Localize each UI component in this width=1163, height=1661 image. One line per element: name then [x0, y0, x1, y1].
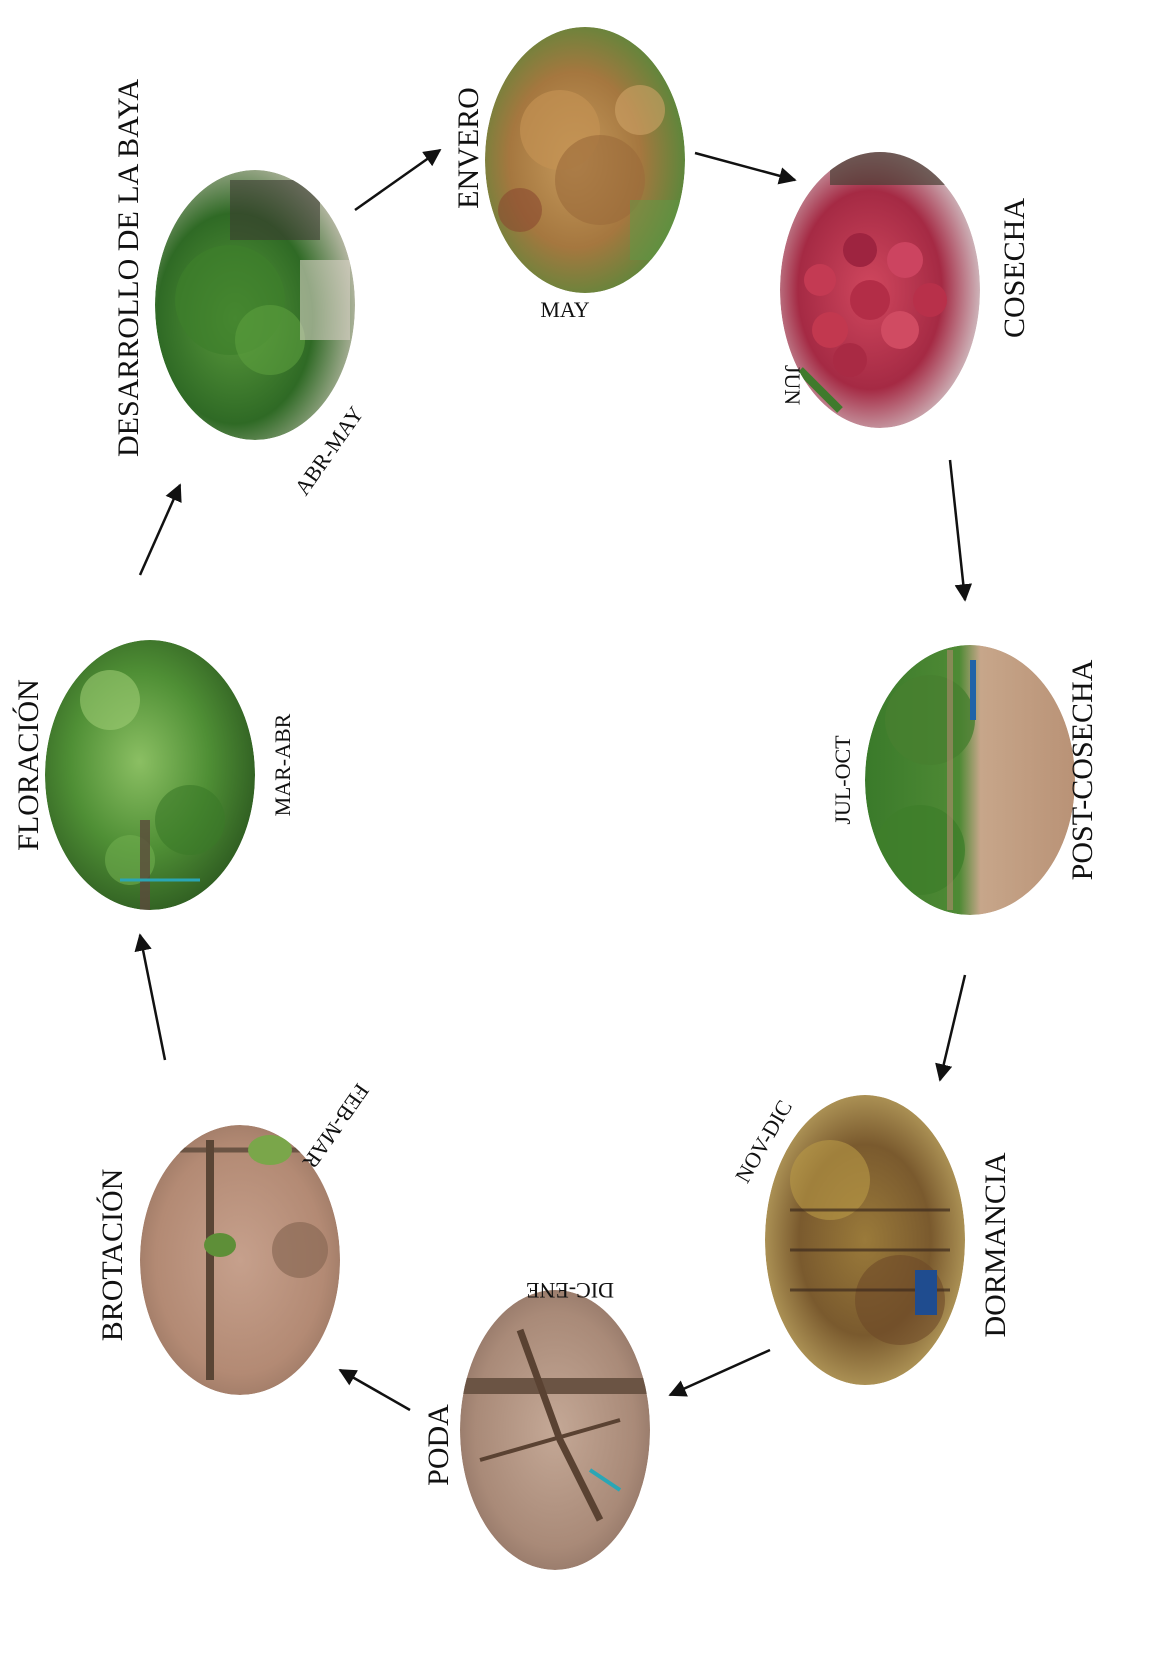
- photo-dormancia: [765, 1095, 965, 1385]
- month-label-cosecha: JUN: [780, 365, 805, 405]
- photo-poda: [460, 1290, 650, 1570]
- arrow-poda-to-brotacion: [340, 1370, 410, 1410]
- arrow-desarrollo-to-envero: [355, 150, 440, 210]
- stage-label-brotacion: BROTACIÓN: [96, 1169, 129, 1342]
- photo-desarrollo: [155, 170, 355, 440]
- photo-floracion: [45, 640, 255, 910]
- month-label-envero: MAY: [540, 297, 589, 322]
- stage-label-dormancia: DORMANCIA: [979, 1152, 1012, 1337]
- arrow-postcosecha-to-dormancia: [940, 975, 965, 1080]
- arrow-brotacion-to-floracion: [140, 935, 165, 1060]
- month-label-floracion: MAR-ABR: [270, 713, 295, 816]
- arrow-envero-to-cosecha: [695, 153, 795, 180]
- arrow-cosecha-to-postcosecha: [950, 460, 965, 600]
- arrow-floracion-to-desarrollo: [140, 485, 180, 575]
- arrow-dormancia-to-poda: [670, 1350, 770, 1395]
- photo-postcosecha: [865, 645, 1075, 915]
- month-label-poda: DIC-ENE: [526, 1278, 614, 1303]
- month-label-brotacion: FEB-MAR: [298, 1079, 375, 1174]
- stage-label-poda: PODA: [422, 1404, 455, 1486]
- stage-label-postcosecha: POST-COSECHA: [1066, 659, 1099, 880]
- photo-cosecha: [780, 150, 980, 428]
- stage-label-desarrollo: DESARROLLO DE LA BAYA: [112, 79, 145, 457]
- photo-envero: [485, 27, 685, 293]
- stage-label-cosecha: COSECHA: [998, 198, 1031, 338]
- stage-label-envero: ENVERO: [452, 87, 485, 209]
- stage-label-floracion: FLORACIÓN: [12, 679, 45, 851]
- month-label-postcosecha: JUL-OCT: [830, 735, 855, 825]
